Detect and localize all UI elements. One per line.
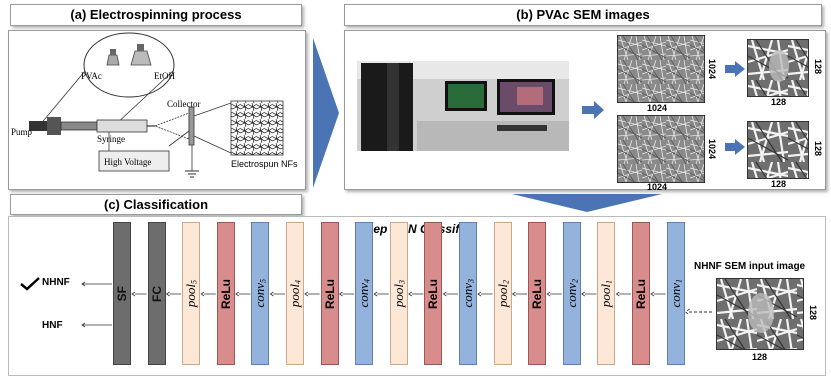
layer-relu-9: ReLu	[424, 222, 443, 365]
arrow-to-sem	[582, 101, 604, 119]
layer-index: 3	[397, 279, 407, 284]
sem-top-height-label: 1024	[707, 59, 717, 80]
check-icon	[20, 277, 40, 291]
layer-conv-2: conv2	[562, 222, 581, 365]
layer-index: 1	[674, 279, 684, 284]
panel-a-title: (a) Electrospinning process	[10, 4, 302, 26]
electrospun-nfs-label: Electrospun NFs	[231, 159, 298, 169]
sem-image-crop-top	[747, 39, 809, 97]
layer-index: 1	[604, 279, 614, 284]
panel-a-electrospinning: PVAc EtOH Collector Pump Syringe High Vo…	[8, 30, 306, 190]
crop-top-width-label: 128	[771, 97, 787, 107]
electrospinning-illustration	[29, 32, 284, 178]
input-sem-image	[716, 278, 804, 350]
input-height-label: 128	[808, 305, 818, 321]
layer-pool-4: pool4	[286, 222, 304, 365]
layer-index: 2	[570, 279, 580, 284]
panel-b-title: (b) PVAc SEM images	[344, 4, 822, 26]
layer-pool-2: pool2	[493, 222, 512, 365]
layer-pool-3: pool3	[389, 222, 408, 365]
layer-label: conv5	[252, 279, 268, 308]
layer-relu-6: ReLu	[320, 222, 339, 365]
sem-image-large-top	[617, 35, 705, 103]
layer-index: 2	[501, 279, 511, 284]
arrow-crop-top	[725, 61, 745, 77]
layer-label: pool5	[183, 279, 199, 308]
layer-label: conv3	[460, 279, 476, 308]
layer-sf-0: SF	[113, 222, 131, 365]
sem-bottom-width-label: 1024	[647, 182, 668, 192]
layer-label: SF	[115, 285, 129, 302]
layer-fc-1: FC	[147, 222, 166, 365]
layer-conv-1: conv1	[666, 222, 685, 365]
layer-conv-5: conv5	[251, 222, 270, 365]
layer-label: pool3	[390, 279, 407, 308]
arrow-a-to-b	[313, 38, 339, 188]
lab-photo	[357, 61, 569, 151]
crop-bottom-height-label: 128	[813, 141, 823, 157]
collector-label: Collector	[167, 99, 201, 109]
panel-b-sem-images: 1024 1024 1024 1024 128 128 128 128	[344, 30, 826, 192]
layer-relu-3: ReLu	[216, 222, 235, 365]
sem-image-large-bottom	[617, 115, 705, 183]
panel-c-title: (c) Classification	[10, 194, 302, 215]
layer-label: ReLu	[218, 278, 233, 309]
layer-label: pool2	[494, 279, 511, 308]
input-width-label: 128	[752, 352, 768, 362]
pump-label: Pump	[11, 127, 33, 137]
arrow-crop-bottom	[725, 139, 745, 155]
layer-label: pool4	[287, 279, 303, 308]
layer-label: conv2	[563, 279, 580, 308]
crop-top-height-label: 128	[813, 59, 823, 75]
sem-image-crop-bottom	[747, 121, 809, 179]
sem-bottom-height-label: 1024	[707, 139, 717, 160]
layer-label: ReLu	[530, 278, 545, 309]
high-voltage-label: High Voltage	[104, 157, 152, 167]
classifier-title: Deep CNN Classifier	[358, 222, 475, 236]
layer-label: conv1	[667, 279, 684, 308]
pvac-label: PVAc	[81, 71, 102, 81]
output-nhnf: NHNF	[42, 277, 70, 288]
layer-label: FC	[149, 285, 164, 302]
crop-bottom-width-label: 128	[771, 179, 787, 189]
layer-index: 5	[258, 279, 268, 284]
layer-index: 3	[466, 279, 476, 284]
layer-label: ReLu	[634, 278, 648, 309]
layer-label: conv4	[356, 279, 372, 308]
sem-top-width-label: 1024	[647, 103, 668, 113]
layer-index: 4	[362, 279, 372, 284]
layer-label: ReLu	[322, 278, 337, 309]
layer-pool-5: pool5	[182, 222, 201, 365]
layer-conv-4: conv4	[355, 222, 374, 365]
layer-relu-12: ReLu	[528, 222, 547, 365]
output-hnf: HNF	[42, 320, 63, 331]
arrow-b-to-c	[512, 194, 662, 212]
etoh-label: EtOH	[154, 71, 175, 81]
layer-label: pool1	[598, 279, 614, 308]
layer-label: ReLu	[426, 278, 441, 309]
layer-relu-15: ReLu	[632, 222, 650, 365]
layer-index: 5	[189, 279, 199, 284]
layer-index: 4	[293, 279, 303, 284]
input-image-label: NHNF SEM input image	[694, 261, 806, 272]
syringe-label: Syringe	[97, 134, 125, 144]
layer-conv-3: conv3	[459, 222, 477, 365]
layer-pool-1: pool1	[597, 222, 616, 365]
